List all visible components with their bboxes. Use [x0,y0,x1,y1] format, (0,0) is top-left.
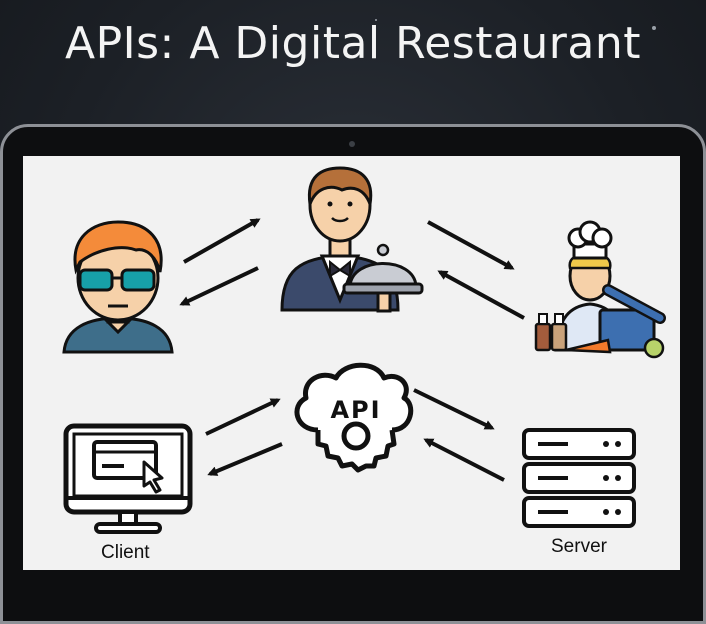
arrow-server-to-api [423,438,505,482]
diagram: API [62,166,666,534]
computer-icon [63,423,193,534]
chef-icon [534,220,666,359]
server-icon [522,428,636,528]
slide-title: APIs: A Digital Restaurant [65,18,641,69]
decorative-dot [375,19,377,21]
laptop-camera [349,141,355,147]
decorative-dot [652,26,656,30]
customer-icon [62,220,174,354]
arrow-api-to-client [207,442,283,476]
api-gear-cloud-icon [294,362,414,473]
arrow-customer-to-waiter [183,218,261,264]
api-label: API [330,396,381,424]
arrow-waiter-to-customer [179,266,259,306]
arrow-client-to-api [205,398,281,436]
arrow-waiter-to-chef [427,220,515,270]
arrow-api-to-server [413,388,495,430]
arrow-chef-to-waiter [437,270,525,320]
server-label: Server [551,536,607,557]
client-label: Client [101,542,150,563]
waiter-icon [280,166,424,313]
